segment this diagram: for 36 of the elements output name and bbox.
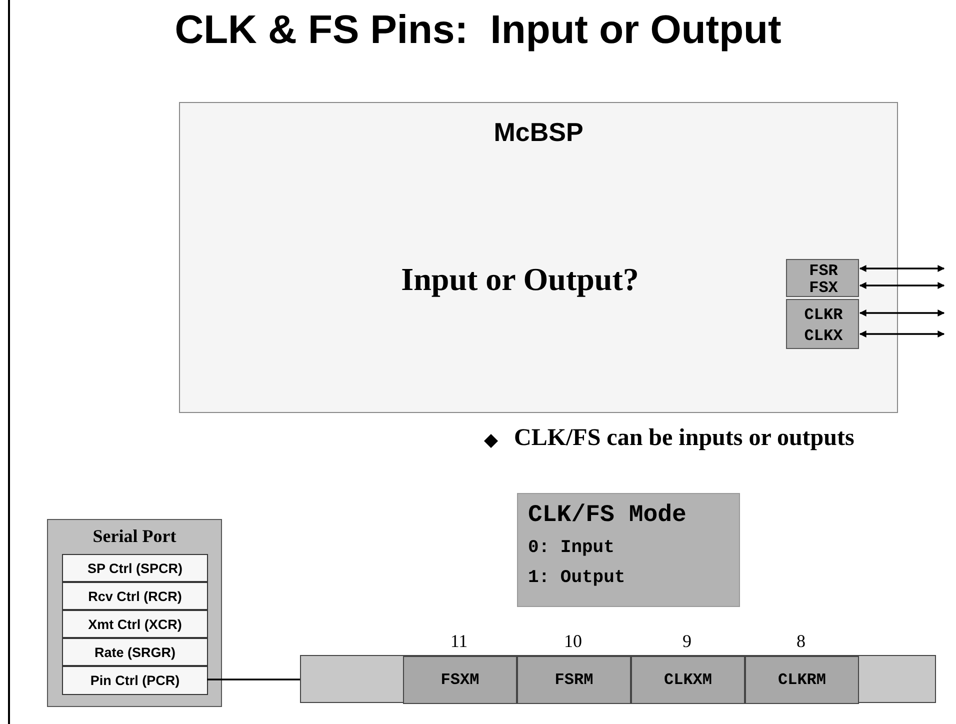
module-title: McBSP — [492, 117, 584, 148]
bit-field: FSRM — [517, 656, 631, 704]
bit-number: 8 — [796, 631, 806, 652]
mode-table — [517, 493, 740, 607]
bit-number: 9 — [682, 631, 692, 652]
table-row: 1: Output — [528, 568, 626, 588]
bit-field: CLKRM — [745, 656, 859, 704]
bit-number: 10 — [563, 631, 583, 652]
table-heading: CLK/FS Mode — [528, 502, 686, 529]
panel-heading: Serial Port — [92, 526, 178, 547]
register-row: Xmt Ctrl (XCR) — [62, 610, 208, 638]
connector-line — [207, 678, 300, 680]
register-bar — [300, 655, 936, 703]
pin-label: FSX — [787, 279, 860, 296]
register-row: Rate (SRGR) — [62, 638, 208, 666]
register-group-panel — [47, 519, 222, 707]
register-row: Pin Ctrl (PCR) — [62, 666, 208, 695]
pin-arrow — [859, 265, 945, 272]
pin-arrow — [859, 282, 945, 289]
bit-number: 11 — [449, 631, 469, 652]
pin-group-box — [786, 299, 859, 349]
register-row: Rcv Ctrl (RCR) — [62, 582, 208, 610]
pin-arrow — [859, 310, 945, 316]
register-row: SP Ctrl (SPCR) — [62, 554, 208, 582]
pin-arrow — [859, 330, 945, 338]
pin-label: CLKX — [787, 326, 860, 346]
bit-field: CLKXM — [631, 656, 745, 704]
bit-field: FSXM — [403, 656, 517, 704]
pin-group-box — [786, 259, 859, 297]
pin-label: FSR — [787, 262, 860, 279]
slide-title: CLK & FS Pins: Input or Output — [174, 8, 782, 53]
pin-label: CLKR — [787, 305, 860, 325]
module-panel — [179, 102, 898, 413]
table-row: 0: Input — [528, 538, 614, 558]
question-text: Input or Output? — [400, 261, 640, 298]
bullet-text: CLK/FS can be inputs or outputs — [514, 425, 854, 452]
